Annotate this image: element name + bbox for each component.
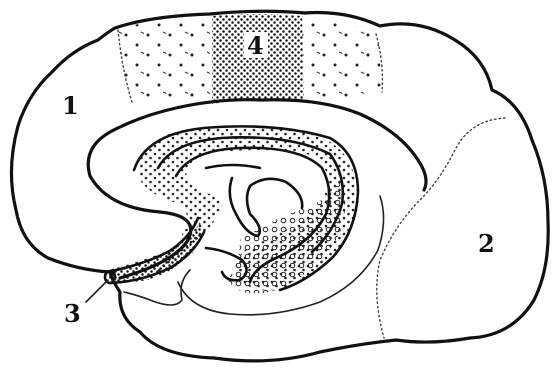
cortex-band-right-sparse — [302, 16, 382, 100]
region-label-3: 3 — [64, 299, 81, 328]
central-hook-inner — [206, 165, 260, 168]
region-label-4: 4 — [247, 31, 264, 60]
region-label-2: 2 — [478, 229, 495, 258]
region-2-boundary — [377, 118, 505, 338]
region-label-1: 1 — [62, 91, 79, 120]
cortex-band-left-sparse — [118, 16, 212, 104]
label-3-pointer — [86, 280, 108, 302]
